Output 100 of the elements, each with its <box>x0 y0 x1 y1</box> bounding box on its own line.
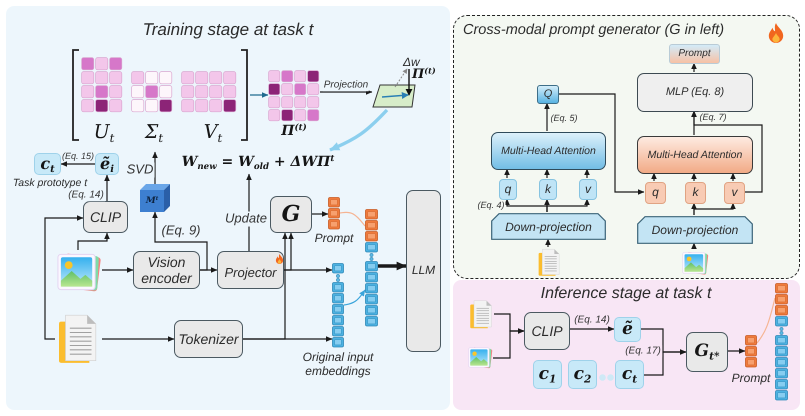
math-symbol: M$^{t}$ <box>146 196 158 206</box>
formula: W$_{new}$ = W$_{old}$ + ΔWΠ$^{t}$ <box>182 154 334 170</box>
math-label: Π$^{(t)}$ <box>412 68 436 83</box>
arrow <box>691 110 763 193</box>
prototype-label: Task prototype t <box>12 177 88 190</box>
arrow <box>200 267 218 273</box>
output-box <box>669 44 720 64</box>
vector-box <box>568 360 597 389</box>
box-label: Multi-Head Attention <box>501 144 596 158</box>
box-label: Vision encoder <box>140 254 194 286</box>
edge-label: Update <box>224 212 268 226</box>
arrow <box>644 349 686 376</box>
edge-label: (Eq. 17) <box>624 345 662 357</box>
arrow <box>152 152 158 184</box>
edge-label: Projection <box>322 79 370 91</box>
edge-label: (Eq. 14) <box>573 314 611 326</box>
matrix-label: V$_{t}$ <box>204 122 222 144</box>
math-symbol: c$_{t}$ <box>622 364 638 384</box>
panel-title: Training stage at task t <box>142 20 314 40</box>
edge-label: SVD <box>126 162 154 178</box>
query-box <box>537 85 559 104</box>
generator-box <box>686 332 728 372</box>
vector-box <box>95 153 119 175</box>
generator-panel <box>453 15 800 279</box>
module-box <box>133 251 200 289</box>
connector-line <box>756 298 776 344</box>
arrow <box>544 168 550 178</box>
model-box <box>406 190 441 352</box>
arrow <box>320 89 372 95</box>
arrow <box>558 93 644 195</box>
arrow <box>284 232 294 271</box>
arrow <box>493 328 524 359</box>
attention-block <box>637 136 753 174</box>
box-label: Down-projection <box>505 220 592 234</box>
arrow <box>651 172 657 181</box>
box-label: k <box>545 182 551 196</box>
math-symbol: c$_{1}$ <box>538 364 556 384</box>
math-symbol: ẽ <box>622 320 633 340</box>
arrow <box>102 267 134 273</box>
arrow <box>104 174 110 201</box>
edge-label: (Eq. 7) <box>698 112 728 122</box>
stage-panel <box>6 6 450 410</box>
qkv-box <box>685 182 706 204</box>
token-label: Original input embeddings <box>302 351 375 379</box>
matrix-label: Σ$_{t}$ <box>144 122 164 144</box>
math-symbol: G$_{t*}$ <box>694 342 720 362</box>
panel-title: Inference stage at task t <box>540 285 712 304</box>
arrow <box>152 212 208 271</box>
mlp-box <box>637 73 753 112</box>
box-label: Tokenizer <box>178 330 239 348</box>
arrow <box>570 326 614 332</box>
connector-line <box>340 212 366 226</box>
panel-title: Cross-modal prompt generator (G in left) <box>463 22 724 39</box>
model-box <box>524 312 570 350</box>
arrow <box>378 262 407 270</box>
math-symbol: c$_{2}$ <box>574 364 592 384</box>
arrow <box>102 336 174 342</box>
token-label: Prompt <box>314 232 354 246</box>
qkv-box <box>579 179 597 200</box>
arrow <box>250 92 268 98</box>
qkv-box <box>724 182 745 204</box>
arrow <box>546 198 590 212</box>
qkv-box <box>499 179 517 200</box>
arrow <box>544 102 550 131</box>
box-label: CLIP <box>531 322 563 340</box>
qkv-box <box>645 182 666 204</box>
box-label: LLM <box>412 264 436 278</box>
arrow <box>77 232 110 250</box>
arrow <box>312 211 328 217</box>
box-label: Projector <box>224 264 277 280</box>
module-box <box>174 320 243 358</box>
matrix-label: Π$^{(t)}$ <box>281 123 307 140</box>
box-label: Down-projection <box>652 224 738 238</box>
arrow <box>691 172 697 181</box>
arrow <box>730 172 736 181</box>
box-label: Multi-Head Attention <box>648 148 742 162</box>
arrow <box>691 242 697 250</box>
arrow <box>545 238 551 247</box>
box-label: Prompt <box>678 48 711 60</box>
arrow <box>728 348 746 354</box>
arrow <box>44 215 84 340</box>
box-label: k <box>692 186 698 200</box>
box-label: MLP (Eq. 8) <box>666 86 724 99</box>
edge-label: (Eq. 15) <box>61 150 95 162</box>
box-label: v <box>732 186 738 200</box>
stage-panel <box>453 280 800 410</box>
math-label: Δw <box>403 56 420 69</box>
vector-box <box>614 317 641 342</box>
box-label: Q <box>544 88 552 101</box>
arrow <box>584 168 590 178</box>
edge-label: (Eq. 9) <box>160 224 202 238</box>
edge-label: (Eq. 4) <box>476 200 506 210</box>
qkv-box <box>539 179 557 200</box>
arrow <box>693 202 736 215</box>
arrow <box>504 168 510 178</box>
box-label: v <box>585 182 591 196</box>
edge-label: (Eq. 5) <box>550 112 578 124</box>
token-label: Prompt <box>732 372 770 386</box>
math-symbol: c$_{t}$ <box>40 154 55 174</box>
module-box <box>217 251 284 289</box>
